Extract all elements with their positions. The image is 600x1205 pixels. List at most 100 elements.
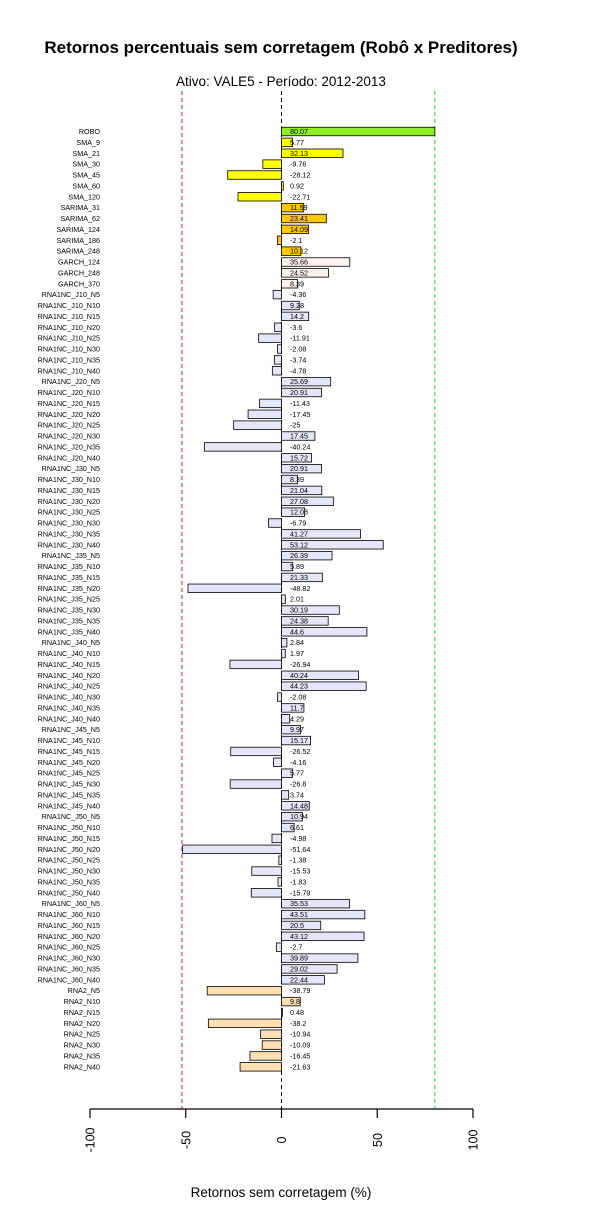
category-label: RNA1NC_J50_N30: [38, 867, 100, 876]
category-label: RNA1NC_J10_N10: [38, 301, 100, 310]
category-label: RNA1NC_J20_N30: [38, 432, 100, 441]
value-label: -17.45: [290, 410, 310, 419]
bar: [229, 659, 282, 670]
category-label: RNA1NC_J35_N25: [38, 595, 100, 604]
bar: [273, 355, 282, 365]
value-label: -10.94: [290, 1030, 310, 1039]
value-label: -26.94: [290, 660, 310, 669]
bar: [281, 551, 333, 561]
bar: [281, 975, 325, 985]
bar: [262, 159, 282, 169]
x-tick-label: 100: [467, 1130, 481, 1151]
category-label: RNA1NC_J10_N20: [38, 323, 100, 332]
bar: [273, 757, 282, 767]
value-label: -6.79: [290, 519, 306, 528]
value-label: -2.08: [290, 693, 306, 702]
value-label: 1.97: [290, 649, 304, 658]
category-label: RNA1NC_J35_N5: [42, 551, 100, 560]
category-label: RNA2_N35: [64, 1051, 100, 1060]
category-label: RNA1NC_J60_N40: [38, 975, 100, 984]
value-label: -26.52: [290, 747, 310, 756]
value-label: 0.92: [290, 181, 304, 190]
value-label: 9.97: [290, 725, 304, 734]
value-label: 8.39: [290, 475, 304, 484]
category-label: RNA1NC_J45_N20: [38, 758, 100, 767]
bar: [227, 170, 282, 180]
value-label: 0.48: [290, 1008, 304, 1017]
bar: [233, 420, 282, 430]
category-label: RNA1NC_J60_N20: [38, 932, 100, 941]
bar: [275, 942, 282, 952]
category-label: RNA1NC_J60_N35: [38, 964, 100, 973]
category-label: RNA1NC_J35_N30: [38, 606, 100, 615]
value-label: 10.12: [290, 247, 308, 256]
value-label: -28.12: [290, 171, 310, 180]
bar: [281, 899, 350, 909]
value-label: -4.16: [290, 758, 306, 767]
bar: [281, 996, 301, 1007]
bar: [281, 181, 284, 191]
bar: [281, 768, 293, 778]
category-label: RNA1NC_J50_N5: [42, 812, 100, 821]
category-label: RNA1NC_J20_N25: [38, 421, 100, 430]
bar: [277, 235, 282, 245]
category-label: RNA1NC_J20_N15: [38, 399, 100, 408]
bar: [281, 735, 311, 746]
bar: [259, 398, 282, 409]
bar: [281, 616, 329, 626]
bar: [229, 779, 282, 789]
value-label: 14.2: [290, 312, 304, 321]
value-label: 40.24: [290, 671, 308, 680]
category-label: RNA2_N30: [64, 1041, 100, 1050]
bar: [206, 986, 282, 996]
bar: [182, 844, 282, 854]
value-label: 43.12: [290, 932, 308, 941]
value-label: 21.33: [290, 573, 308, 582]
value-label: 23.41: [290, 214, 308, 223]
category-label: RNA1NC_J60_N5: [42, 899, 100, 908]
category-label: RNA1NC_J60_N30: [38, 954, 100, 963]
value-label: 5.89: [290, 562, 304, 571]
bar: [281, 594, 286, 604]
bar: [274, 322, 282, 332]
category-label: RNA1NC_J30_N5: [42, 464, 100, 473]
category-label: RNA1NC_J40_N30: [38, 693, 100, 702]
bar: [281, 224, 309, 235]
category-label: SARIMA_62: [60, 214, 100, 223]
value-label: -2.7: [290, 943, 302, 952]
bar: [281, 126, 436, 137]
bar: [251, 866, 282, 876]
category-label: SARIMA_31: [60, 203, 100, 212]
bar: [281, 790, 290, 800]
category-label: GARCH_248: [58, 268, 100, 277]
value-label: 43.51: [290, 910, 308, 919]
category-label: RNA1NC_J60_N15: [38, 921, 100, 930]
category-label: RNA1NC_J60_N10: [38, 910, 100, 919]
value-label: 6.61: [290, 823, 304, 832]
value-label: 15.17: [290, 736, 308, 745]
value-label: 2.01: [290, 595, 304, 604]
category-label: RNA1NC_J35_N15: [38, 573, 100, 582]
value-label: 12.08: [290, 508, 308, 517]
bar: [281, 812, 303, 822]
value-label: 53.12: [290, 540, 308, 549]
category-label: ROBO: [79, 127, 101, 136]
value-label: 35.53: [290, 899, 308, 908]
value-label: -22.71: [290, 192, 310, 201]
bar: [281, 246, 302, 256]
value-label: -3.74: [290, 355, 306, 364]
category-label: RNA1NC_J30_N25: [38, 508, 100, 517]
category-label: GARCH_124: [58, 258, 100, 267]
bar: [281, 268, 329, 278]
value-label: 14.09: [290, 225, 308, 234]
value-label: -25: [290, 421, 300, 430]
value-label: 9.8: [290, 997, 300, 1006]
category-label: RNA1NC_J50_N25: [38, 856, 100, 865]
value-label: 8.39: [290, 279, 304, 288]
category-label: GARCH_370: [58, 279, 100, 288]
value-label: 9.28: [290, 301, 304, 310]
bar: [281, 605, 340, 615]
category-label: SARIMA_186: [56, 236, 100, 245]
bar: [207, 1018, 282, 1028]
